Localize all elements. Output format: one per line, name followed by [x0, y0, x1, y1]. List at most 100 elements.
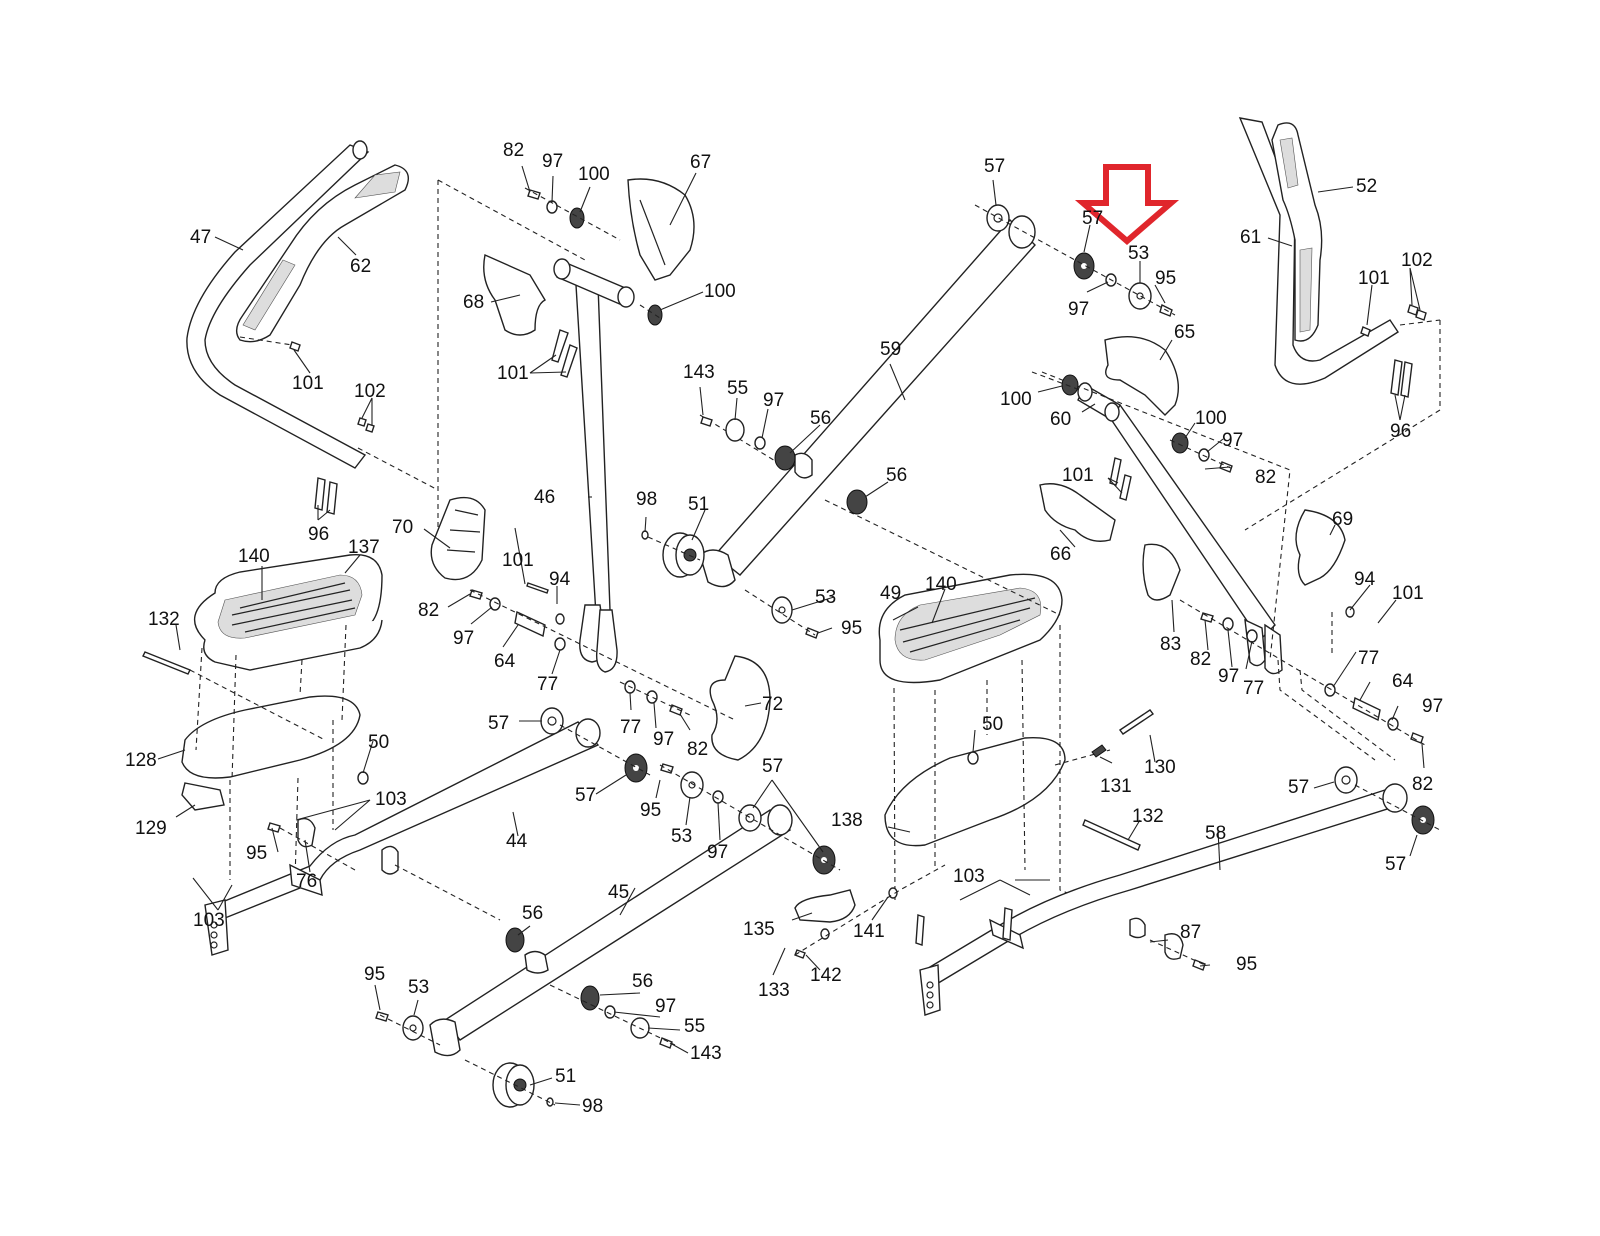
cover-70: [430, 496, 486, 581]
callout-95: 95: [1236, 954, 1257, 975]
leader-lines: [157, 165, 1425, 1106]
callout-77: 77: [1358, 648, 1379, 669]
callout-57: 57: [488, 713, 509, 734]
callout-62: 62: [350, 256, 371, 277]
callout-57: 57: [575, 785, 596, 806]
guide-line: [357, 179, 586, 560]
callout-143: 143: [690, 1043, 722, 1064]
callout-50: 50: [368, 732, 389, 753]
callout-50: 50: [982, 714, 1003, 735]
right-handlebar-grip-52: [1271, 122, 1323, 342]
cover-68: [483, 254, 546, 336]
callout-82: 82: [1255, 467, 1276, 488]
pedal-plate-128: [181, 695, 361, 779]
callout-49: 49: [880, 583, 901, 604]
callout-141: 141: [853, 921, 885, 942]
center-link-arm-59: [699, 215, 1036, 588]
cover-65: [1104, 335, 1179, 416]
callout-57: 57: [1385, 854, 1406, 875]
left-upper-handlebar-47: [186, 140, 370, 469]
callout-66: 66: [1050, 544, 1071, 565]
callout-64: 64: [1392, 671, 1414, 692]
callout-95: 95: [841, 618, 862, 639]
left-handlebar-grip-62: [235, 164, 409, 343]
callout-101: 101: [497, 363, 529, 384]
callout-45: 45: [608, 882, 629, 903]
callout-53: 53: [671, 826, 692, 847]
callout-57: 57: [762, 756, 783, 777]
callout-131: 131: [1100, 776, 1132, 797]
callout-135: 135: [743, 919, 775, 940]
callout-47: 47: [190, 227, 211, 248]
cover-66: [1039, 483, 1116, 542]
callout-52: 52: [1356, 176, 1377, 197]
callout-102: 102: [1401, 250, 1433, 271]
pedal-bolt-130: [1118, 709, 1155, 735]
callout-97: 97: [655, 996, 676, 1017]
callout-82: 82: [1190, 649, 1211, 670]
callout-95: 95: [364, 964, 385, 985]
callout-57: 57: [1288, 777, 1309, 798]
hardware: [239, 187, 1441, 1108]
callout-96: 96: [1390, 421, 1411, 442]
callout-97: 97: [1218, 666, 1239, 687]
callout-98: 98: [636, 489, 657, 510]
callout-56: 56: [522, 903, 543, 924]
callout-97: 97: [763, 390, 784, 411]
callout-130: 130: [1144, 757, 1176, 778]
callout-101: 101: [292, 373, 324, 394]
callout-77: 77: [537, 674, 558, 695]
callout-57: 57: [1082, 208, 1103, 229]
callout-101: 101: [1358, 268, 1390, 289]
right-pedal-49: [878, 573, 1063, 684]
callout-129: 129: [135, 818, 167, 839]
callout-44: 44: [506, 831, 528, 852]
guide-line: [189, 624, 347, 881]
callout-56: 56: [632, 971, 653, 992]
callout-69: 69: [1332, 509, 1353, 530]
callout-68: 68: [463, 292, 484, 313]
left-lower-arm-44: [204, 718, 601, 956]
callout-55: 55: [684, 1016, 705, 1037]
callout-46: 46: [534, 487, 555, 508]
spring-131: [1091, 744, 1107, 758]
callout-53-highlighted: 53: [1128, 243, 1149, 264]
callout-132: 132: [1132, 806, 1164, 827]
callout-77: 77: [620, 717, 641, 738]
callout-95: 95: [640, 800, 661, 821]
callout-97: 97: [1422, 696, 1443, 717]
cover-67: [627, 178, 695, 281]
callout-140: 140: [925, 574, 957, 595]
callout-101: 101: [1392, 583, 1424, 604]
left-upright-arm-46: [553, 258, 635, 673]
pedal-bolt-132-right: [1082, 819, 1141, 851]
cover-72: [709, 655, 771, 761]
pedal-tread-140-left: [217, 574, 363, 639]
callout-56: 56: [886, 465, 907, 486]
callout-51: 51: [555, 1066, 576, 1087]
callout-133: 133: [758, 980, 790, 1001]
callout-103: 103: [953, 866, 985, 887]
callout-97: 97: [707, 842, 728, 863]
pedal-bolt-132-left: [142, 651, 191, 675]
callout-60: 60: [1050, 409, 1071, 430]
right-upright-arm-60: [1077, 382, 1283, 675]
callout-103: 103: [375, 789, 407, 810]
callout-101: 101: [502, 550, 534, 571]
callout-102: 102: [354, 381, 386, 402]
callout-97: 97: [453, 628, 474, 649]
callout-143: 143: [683, 362, 715, 383]
callout-128: 128: [125, 750, 157, 771]
callout-95: 95: [1155, 268, 1176, 289]
cap-135: [794, 889, 856, 923]
callout-97: 97: [1068, 299, 1089, 320]
callout-98: 98: [582, 1096, 603, 1117]
callout-labels: 47 62 101 102 96 82 97 100 67 68 100 101…: [125, 140, 1443, 1117]
callout-83: 83: [1160, 634, 1181, 655]
callout-87: 87: [1180, 922, 1201, 943]
callout-101: 101: [1062, 465, 1094, 486]
callout-142: 142: [810, 965, 842, 986]
callout-57: 57: [984, 156, 1005, 177]
callout-95: 95: [246, 843, 267, 864]
